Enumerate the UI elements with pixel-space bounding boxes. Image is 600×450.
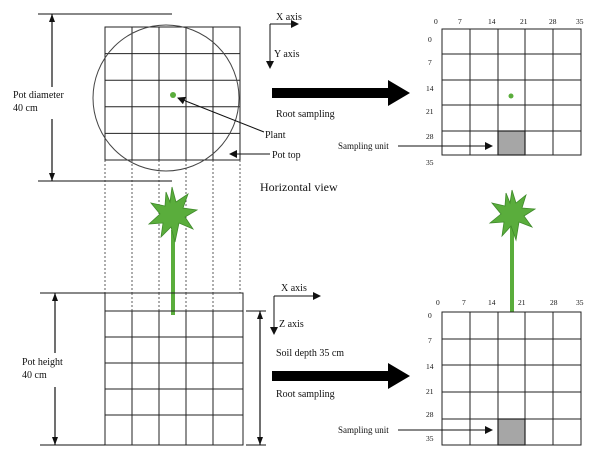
tick-top-y-35: 35 — [426, 158, 434, 167]
side-view-grid — [104, 292, 244, 446]
bottom-sampling-grid: 0 7 14 21 28 35 0 7 14 21 28 35 Sampling… — [338, 298, 584, 446]
pot-top-label: Pot top — [272, 150, 301, 161]
sampling-unit-label-top: Sampling unit — [338, 141, 389, 151]
top-view-grid — [104, 26, 241, 161]
pot-top-callout: Pot top — [229, 150, 301, 161]
horizontal-view-label: Horizontal view — [260, 180, 338, 194]
pot-diameter-value: 40 cm — [13, 103, 38, 114]
top-grid-lines — [441, 28, 582, 156]
tick-bottom-x-28: 28 — [550, 298, 558, 307]
bottom-axes: X axis Z axis — [270, 283, 321, 335]
tick-top-y-28: 28 — [426, 132, 434, 141]
tick-top-x-0: 0 — [434, 17, 438, 26]
tick-top-y-7: 7 — [428, 58, 432, 67]
top-view-pot — [92, 24, 241, 172]
root-sampling-arrow-top: Root sampling — [272, 80, 410, 120]
plant-right — [488, 189, 537, 312]
top-grid-x-ticks: 0 7 14 21 28 35 — [434, 17, 584, 26]
root-sampling-arrow-bottom: Root sampling — [272, 363, 410, 400]
tick-top-y-0: 0 — [428, 35, 432, 44]
tick-bottom-y-14: 14 — [426, 362, 434, 371]
tick-bottom-x-0: 0 — [436, 298, 440, 307]
tick-bottom-y-21: 21 — [426, 387, 434, 396]
tick-bottom-y-28: 28 — [426, 410, 434, 419]
soil-depth-label: Soil depth 35 cm — [276, 348, 344, 359]
sampling-unit-cell-bottom — [497, 418, 526, 446]
side-view-pot — [104, 292, 244, 446]
soil-depth-dimension — [246, 310, 266, 446]
tick-bottom-x-21: 21 — [518, 298, 526, 307]
side-view-top-dashes — [131, 293, 214, 311]
plant-center — [147, 186, 199, 315]
pot-diameter-label: Pot diameter — [13, 90, 64, 101]
plant-callout: Plant — [177, 96, 286, 141]
x-axis-label-top: X axis — [276, 12, 302, 23]
top-axes: X axis Y axis — [266, 12, 302, 69]
pot-height-value: 40 cm — [22, 370, 47, 381]
tick-top-x-35: 35 — [576, 17, 584, 26]
plant-dot-top — [170, 92, 176, 98]
plant-label: Plant — [265, 130, 286, 141]
plant-foliage-center — [147, 186, 199, 243]
tick-top-x-14: 14 — [488, 17, 496, 26]
root-sampling-label-bottom: Root sampling — [276, 389, 335, 400]
bottom-grid-x-ticks: 0 7 14 21 28 35 — [436, 298, 584, 307]
tick-top-y-21: 21 — [426, 107, 434, 116]
sampling-unit-label-bottom: Sampling unit — [338, 425, 389, 435]
tick-bottom-x-14: 14 — [488, 298, 496, 307]
pot-height-label: Pot height — [22, 357, 63, 368]
tick-bottom-x-7: 7 — [462, 298, 466, 307]
root-sampling-label-top: Root sampling — [276, 109, 335, 120]
tick-bottom-y-7: 7 — [428, 336, 432, 345]
x-axis-label-bottom: X axis — [281, 283, 307, 294]
pot-outline-circle — [92, 24, 240, 172]
pot-diameter-dimension: Pot diameter 40 cm — [10, 13, 172, 182]
tick-bottom-y-35: 35 — [426, 434, 434, 443]
bottom-grid-lines — [441, 311, 582, 446]
plant-dot-grid — [508, 93, 514, 99]
z-axis-label: Z axis — [279, 319, 304, 330]
top-grid-y-ticks: 0 7 14 21 28 35 — [426, 35, 434, 167]
tick-top-x-28: 28 — [549, 17, 557, 26]
tick-bottom-x-35: 35 — [576, 298, 584, 307]
y-axis-label: Y axis — [274, 49, 300, 60]
tick-bottom-y-0: 0 — [428, 311, 432, 320]
tick-top-y-14: 14 — [426, 84, 434, 93]
tick-top-x-7: 7 — [458, 17, 462, 26]
top-sampling-grid: 0 7 14 21 28 35 0 7 14 21 28 35 Sampling… — [338, 17, 584, 167]
sampling-unit-cell-top — [497, 130, 526, 156]
tick-top-x-21: 21 — [520, 17, 528, 26]
plant-foliage-right — [488, 189, 537, 242]
bottom-grid-y-ticks: 0 7 14 21 28 35 — [426, 311, 434, 443]
pot-height-dimension: Pot height 40 cm — [20, 292, 105, 446]
